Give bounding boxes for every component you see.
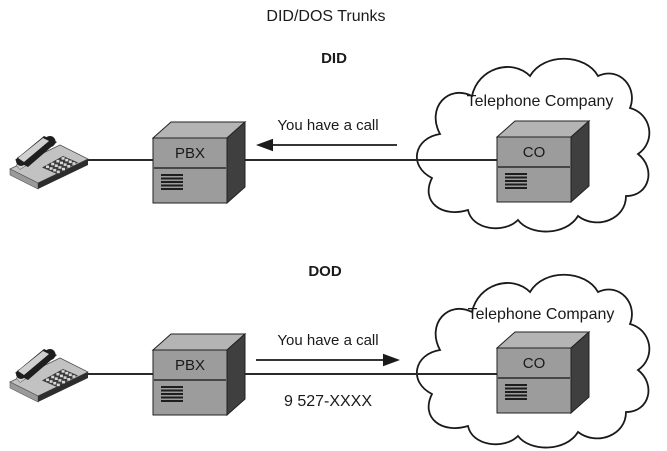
pbx-box xyxy=(152,333,246,416)
call-message: You have a call xyxy=(277,117,378,134)
co-label: CO xyxy=(523,144,546,161)
incoming-call-arrow xyxy=(256,138,397,152)
telco-cloud-label: Telephone Company xyxy=(467,93,614,110)
co-label: CO xyxy=(523,355,546,372)
dial-string: 9 527-XXXX xyxy=(284,393,372,410)
pbx-box xyxy=(152,121,246,204)
co-box xyxy=(496,331,590,414)
telephone-icon xyxy=(9,135,89,190)
page-title: DID/DOS Trunks xyxy=(266,8,385,25)
telco-cloud-label: Telephone Company xyxy=(468,306,615,323)
section-label-dod: DOD xyxy=(308,263,342,280)
pbx-label: PBX xyxy=(175,357,205,374)
pbx-label: PBX xyxy=(175,145,205,162)
telephone-icon xyxy=(9,348,89,403)
section-label-did: DID xyxy=(321,50,347,67)
outgoing-call-arrow xyxy=(256,353,400,367)
call-message: You have a call xyxy=(277,332,378,349)
co-box xyxy=(496,120,590,203)
